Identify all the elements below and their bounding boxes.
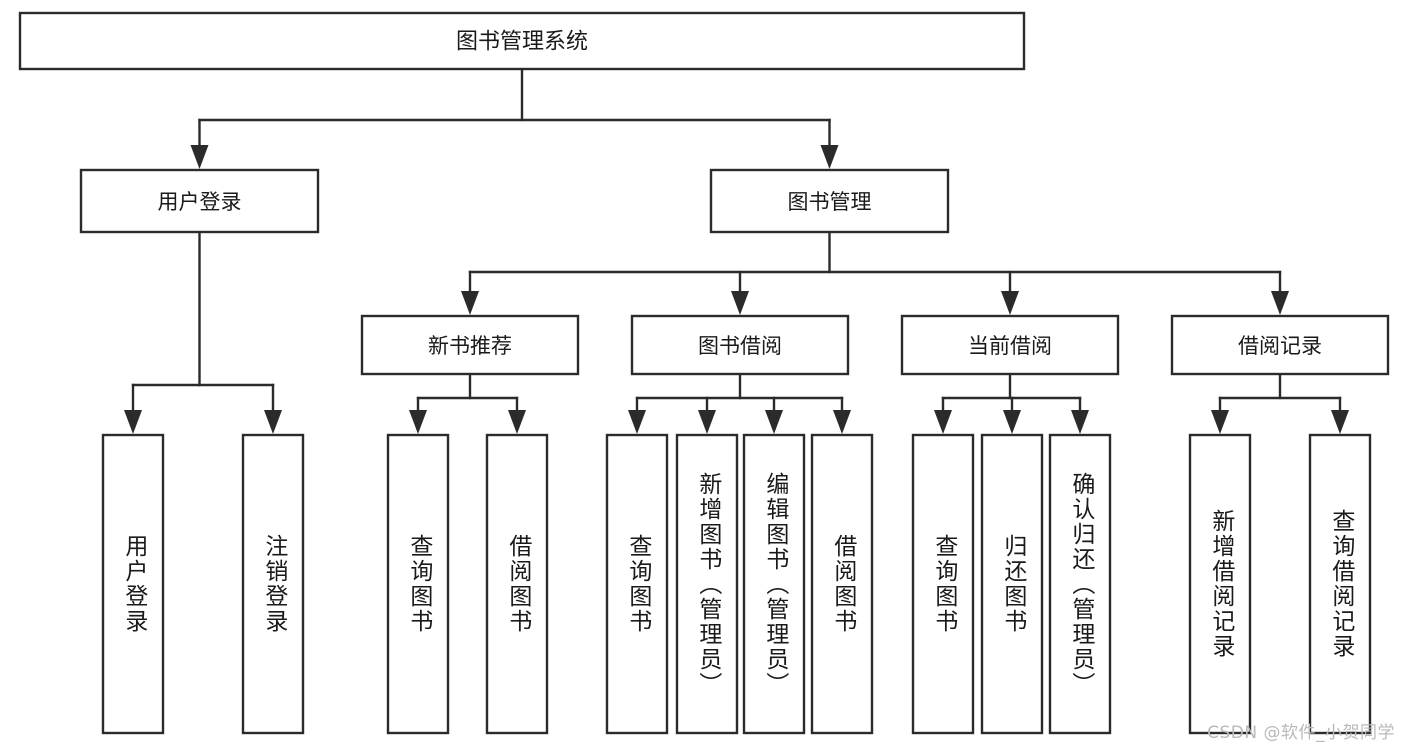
node-label-book-management: 图书管理 xyxy=(788,190,872,214)
node-box-leaf-edit-book-admin[interactable] xyxy=(742,433,806,735)
arrow-head-icon xyxy=(508,410,526,434)
node-box-leaf-add-borrow-record[interactable] xyxy=(1188,433,1252,735)
arrow-head-icon xyxy=(1271,291,1289,315)
node-box-new-book-recommend[interactable] xyxy=(360,314,580,376)
node-label-user-login: 用户登录 xyxy=(158,190,242,214)
csdn-watermark: CSDN @软件_小贺同学 xyxy=(1207,723,1395,743)
arrow-head-icon xyxy=(1331,410,1349,434)
connectors-layer xyxy=(124,67,1349,434)
arrow-head-icon xyxy=(1001,291,1019,315)
arrow-head-icon xyxy=(934,410,952,434)
node-box-leaf-return-book[interactable] xyxy=(980,433,1044,735)
node-boxes-layer xyxy=(18,11,1390,735)
node-box-leaf-query-book-borrow[interactable] xyxy=(605,433,669,735)
node-box-current-borrow[interactable] xyxy=(900,314,1120,376)
node-box-root[interactable] xyxy=(18,11,1026,71)
node-box-leaf-logout[interactable] xyxy=(241,433,305,735)
arrow-head-icon xyxy=(264,410,282,434)
node-box-leaf-query-borrow-record[interactable] xyxy=(1308,433,1372,735)
arrow-head-icon xyxy=(765,410,783,434)
arrow-head-icon xyxy=(190,145,209,169)
arrow-head-icon xyxy=(1071,410,1089,434)
node-box-borrow-record[interactable] xyxy=(1170,314,1390,376)
node-box-leaf-add-book-admin[interactable] xyxy=(675,433,739,735)
arrow-head-icon xyxy=(1211,410,1229,434)
node-label-book-borrow: 图书借阅 xyxy=(698,334,782,358)
arrow-head-icon xyxy=(698,410,716,434)
node-box-book-management[interactable] xyxy=(709,168,950,234)
node-box-book-borrow[interactable] xyxy=(630,314,850,376)
arrow-head-icon xyxy=(731,291,749,315)
arrow-head-icon xyxy=(1003,410,1021,434)
node-box-leaf-user-login[interactable] xyxy=(101,433,165,735)
node-label-borrow-record: 借阅记录 xyxy=(1238,334,1322,358)
arrow-head-icon xyxy=(124,410,142,434)
node-box-leaf-query-book-recommend[interactable] xyxy=(386,433,450,735)
node-label-new-book-recommend: 新书推荐 xyxy=(428,334,512,358)
node-label-current-borrow: 当前借阅 xyxy=(968,334,1052,358)
node-box-leaf-query-book-current[interactable] xyxy=(911,433,975,735)
node-box-leaf-borrow-book[interactable] xyxy=(810,433,874,735)
node-box-leaf-confirm-return-admin[interactable] xyxy=(1048,433,1112,735)
arrow-head-icon xyxy=(461,291,479,315)
arrow-head-icon xyxy=(409,410,427,434)
arrow-head-icon xyxy=(820,145,839,169)
node-box-user-login[interactable] xyxy=(79,168,320,234)
arrow-head-icon xyxy=(833,410,851,434)
arrow-head-icon xyxy=(628,410,646,434)
node-label-root: 图书管理系统 xyxy=(456,30,588,55)
node-box-leaf-borrow-book-recommend[interactable] xyxy=(485,433,549,735)
